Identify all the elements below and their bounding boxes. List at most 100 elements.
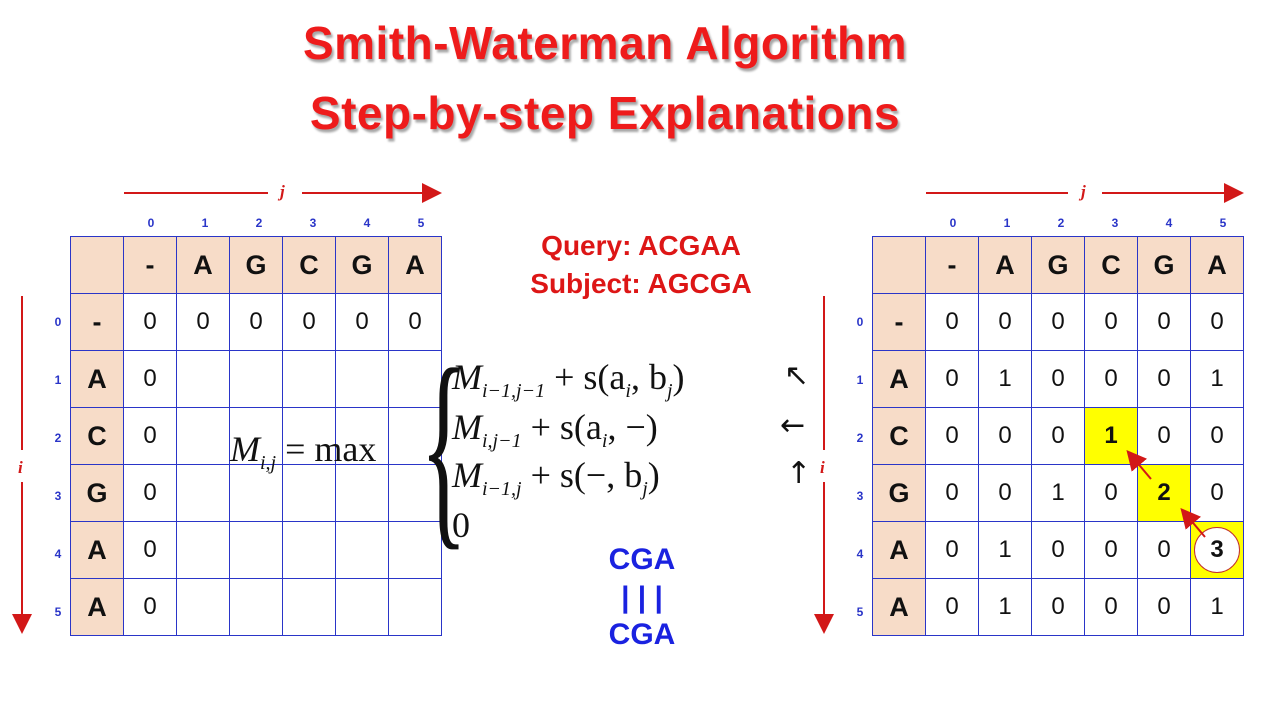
formula-brace: {: [420, 324, 468, 568]
right-i-label: i: [820, 458, 825, 477]
left-cell: [388, 350, 442, 408]
left-cell: 0: [176, 293, 230, 351]
right-cell: 3: [1190, 521, 1244, 579]
left-cell: 0: [229, 293, 283, 351]
left-cell: [176, 578, 230, 636]
right-row-index: 2: [856, 431, 864, 445]
left-j-label: j: [280, 182, 285, 201]
left-col-header: C: [282, 236, 336, 294]
right-col-header: G: [1137, 236, 1191, 294]
right-cell: 1: [1190, 578, 1244, 636]
formula-case-zero: 0: [452, 505, 470, 545]
alignment-bars: | | |: [621, 581, 663, 614]
left-cell: [335, 407, 389, 465]
right-col-header: C: [1084, 236, 1138, 294]
case3-b-sub: j: [642, 478, 648, 501]
left-cell: 0: [123, 578, 177, 636]
right-cell: 0: [1031, 521, 1085, 579]
case2-rest2: , −): [607, 407, 658, 447]
case1-a-sub: i: [625, 380, 631, 403]
right-col-header: -: [925, 236, 979, 294]
right-row-header: C: [872, 407, 926, 465]
right-col-index: 5: [1219, 216, 1227, 230]
right-cell: 0: [978, 293, 1032, 351]
right-cell: 0: [1084, 293, 1138, 351]
left-cell: [176, 464, 230, 522]
case3-m: M: [452, 455, 482, 495]
right-cell: 0: [1137, 578, 1191, 636]
right-col-header: G: [1031, 236, 1085, 294]
right-j-label: j: [1081, 182, 1086, 201]
case1-rest: + s(a: [545, 357, 626, 397]
case1-m: M: [452, 357, 482, 397]
right-col-index: 0: [949, 216, 957, 230]
traceback-arrow: [1126, 449, 1152, 480]
traceback-value: 2: [1157, 479, 1171, 506]
title-line-1: Smith-Waterman Algorithm: [302, 17, 908, 69]
formula-lhs-sub: i,j: [260, 452, 277, 475]
right-cell: 1: [1031, 464, 1085, 522]
left-row-index: 0: [54, 315, 62, 329]
right-row-header: A: [872, 350, 926, 408]
right-cell: 0: [925, 521, 979, 579]
title-line-2: Step-by-step Explanations: [309, 87, 901, 139]
right-col-index: 4: [1165, 216, 1173, 230]
case1-rest2: , b: [630, 357, 667, 397]
left-row-index: 2: [54, 431, 62, 445]
left-col-index: 2: [255, 216, 263, 230]
left-cell: [176, 521, 230, 579]
left-row-header: G: [70, 464, 124, 522]
case2-a-sub: i: [601, 430, 608, 453]
right-cell: 0: [1190, 293, 1244, 351]
formula-case-left: Mi,j−1 + s(ai, −): [452, 406, 658, 453]
left-row-index: 5: [54, 605, 62, 619]
case1-close: ): [672, 357, 685, 397]
right-cell: 0: [1084, 521, 1138, 579]
case2-sub: i,j−1: [482, 430, 522, 453]
left-row-index: 3: [54, 489, 62, 503]
right-row-header: G: [872, 464, 926, 522]
up-arrow-icon: ↑: [786, 456, 812, 491]
left-row-header: A: [70, 350, 124, 408]
diagonal-arrow-icon: ↖: [784, 358, 810, 393]
traceback-value: 1: [1104, 422, 1118, 449]
right-row-index: 4: [856, 547, 864, 561]
left-cell: 0: [282, 293, 336, 351]
formula-lhs-m: M: [230, 429, 260, 469]
right-cell: 0: [925, 578, 979, 636]
right-col-header: A: [978, 236, 1032, 294]
left-cell: [388, 407, 442, 465]
left-row-header: A: [70, 521, 124, 579]
right-cell: 0: [1084, 350, 1138, 408]
left-col-header: A: [388, 236, 442, 294]
right-col-index: 3: [1111, 216, 1119, 230]
left-row-header: -: [70, 293, 124, 351]
left-col-index: 5: [417, 216, 425, 230]
right-cell: 0: [925, 464, 979, 522]
right-row-index: 0: [856, 315, 864, 329]
right-cell: 1: [978, 350, 1032, 408]
right-cell: 0: [1084, 578, 1138, 636]
right-col-index: 1: [1003, 216, 1011, 230]
formula-lhs: Mi,j = max: [230, 428, 376, 475]
case3-rest: + s(−, b: [521, 455, 643, 495]
right-cell: 0: [925, 350, 979, 408]
left-cell: [388, 464, 442, 522]
right-cell: 0: [1137, 350, 1191, 408]
left-col-index: 1: [201, 216, 209, 230]
left-row-header: A: [70, 578, 124, 636]
right-cell: 0: [1190, 407, 1244, 465]
left-cell: 0: [388, 293, 442, 351]
right-cell: 0: [1031, 350, 1085, 408]
traceback-arrow: [1180, 507, 1206, 538]
left-col-header: G: [335, 236, 389, 294]
left-cell: 0: [123, 521, 177, 579]
left-cell: [388, 521, 442, 579]
left-col-index: 0: [147, 216, 155, 230]
right-row-header: A: [872, 521, 926, 579]
right-cell: 1: [1190, 350, 1244, 408]
left-cell: [229, 407, 283, 465]
